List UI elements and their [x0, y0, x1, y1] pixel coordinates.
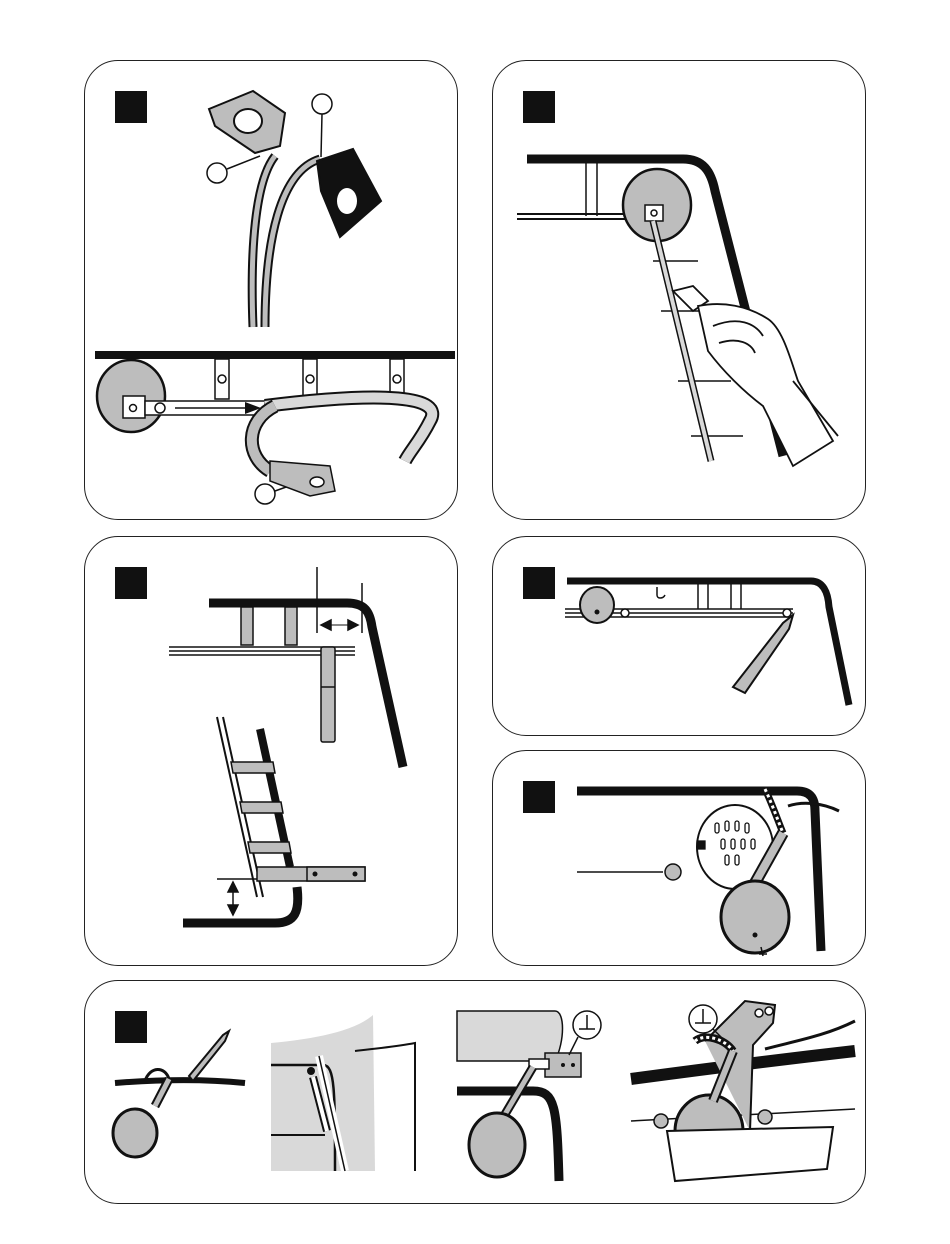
sub-step-hook	[113, 1031, 245, 1157]
sub-step-door-frame	[271, 1015, 415, 1171]
step-2-illustration	[493, 61, 865, 519]
panel-step-2	[492, 60, 866, 520]
panel-step-6	[84, 980, 866, 1204]
sub-step-connector	[457, 1011, 601, 1181]
step-4-illustration	[493, 537, 865, 735]
panel-step-5	[492, 750, 866, 966]
callout-dot	[665, 864, 681, 880]
panel-step-3	[84, 536, 458, 966]
screwdriver-tool	[733, 615, 793, 693]
step-5-illustration	[493, 751, 865, 965]
drum	[721, 881, 789, 953]
hand-illustration	[673, 286, 838, 466]
step-3-illustration	[85, 537, 457, 965]
rail-bar	[95, 351, 455, 359]
bracket	[321, 647, 335, 742]
step-1-illustration	[85, 61, 457, 519]
panel-step-1	[84, 60, 458, 520]
drum	[580, 587, 614, 623]
strap-with-lugs	[209, 91, 381, 327]
sub-step-final-mount	[631, 1001, 855, 1181]
step-6-illustration	[85, 981, 865, 1203]
panel-step-4	[492, 536, 866, 736]
